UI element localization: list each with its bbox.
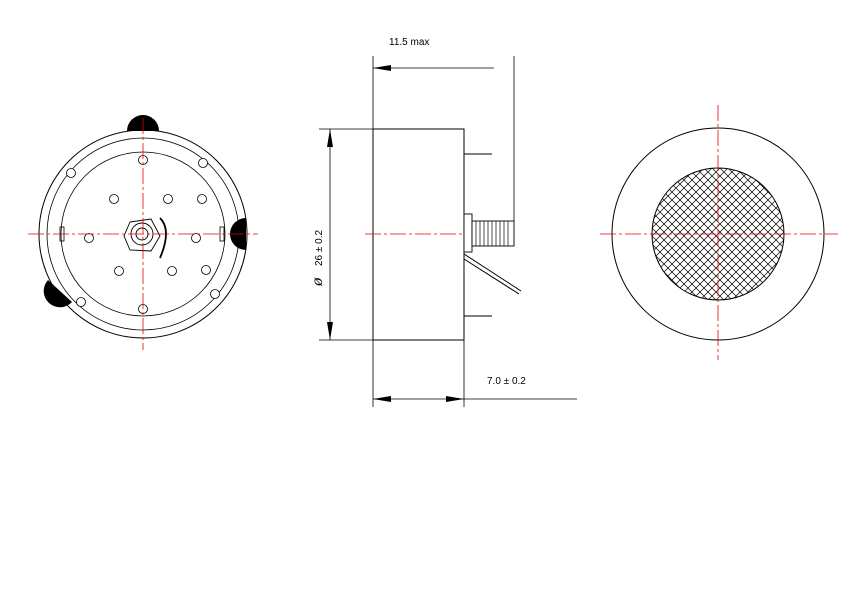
stud-threads [475, 221, 509, 246]
terminal-nut [123, 218, 161, 252]
len-arrow-left [373, 396, 391, 402]
len-arrow-right [446, 396, 464, 402]
max-length-label: 11.5 max [389, 37, 429, 48]
body-length-label: 7.0 ± 0.2 [487, 376, 526, 387]
bent-lead-b [463, 258, 520, 295]
max-dim-arrow [373, 65, 391, 71]
terminal-lead [159, 217, 167, 259]
diameter-symbol: ø [310, 277, 326, 287]
back-view [28, 115, 258, 350]
bottom-left-tab [43, 280, 72, 308]
side-body [372, 128, 465, 341]
dia-arrow-top [327, 129, 333, 147]
stud-base [463, 213, 473, 253]
bent-lead [463, 253, 522, 292]
stud-thread [471, 220, 515, 247]
diameter-label: 26 ± 0.2 [314, 229, 325, 266]
dia-arrow-bottom [327, 322, 333, 340]
side-view: 11.5 max ø 26 ± 0.2 7.0 ± 0.2 [310, 37, 577, 407]
front-view [600, 105, 838, 360]
